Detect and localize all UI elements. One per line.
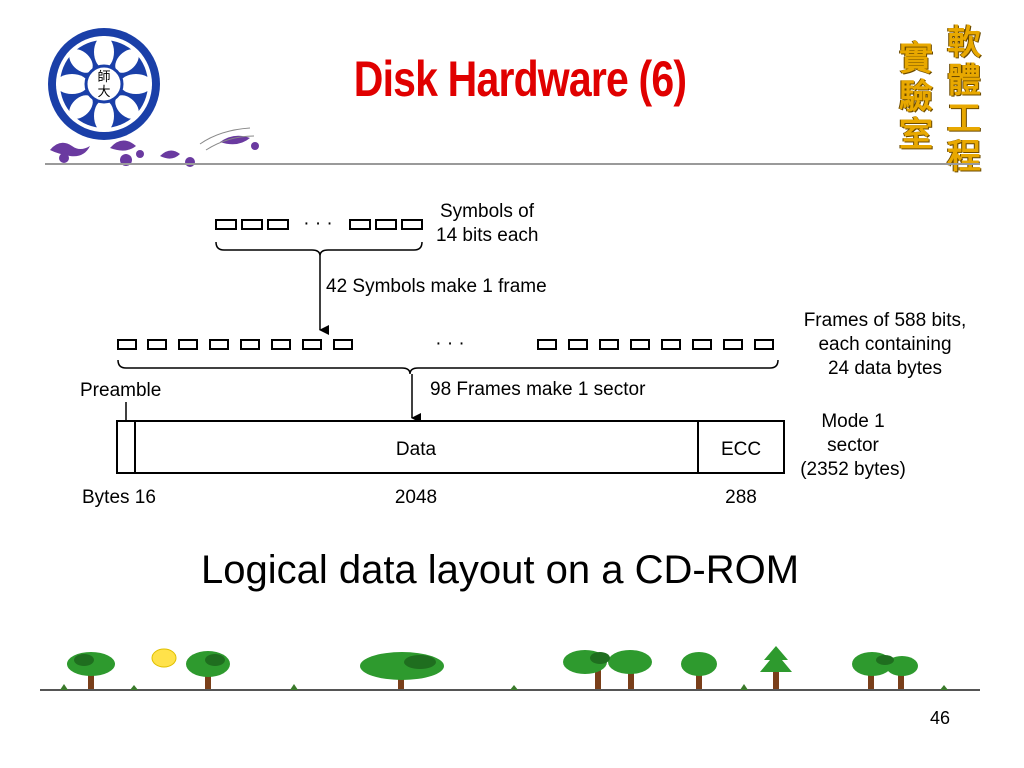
sector-label-line3: (2352 bytes) [800,459,906,480]
sector-label-line1: Mode 1 [821,411,884,432]
frames-label-line3: 24 data bytes [828,358,942,379]
logo-text-bottom: 大 [97,85,110,100]
frames-ellipsis: · · · [435,333,465,354]
symbols-label-line1: Symbols of [440,201,535,222]
ecc-bytes-count: 288 [725,487,757,508]
frames-label-line1: Frames of 588 bits, [804,310,967,331]
sun-icon [151,648,177,668]
footer-trees [40,646,980,691]
symbols-brace [215,241,423,257]
corner-chars-right: 軟體工程 [947,23,981,177]
data-bytes-count: 2048 [395,487,437,508]
frames-brace [117,359,779,375]
ecc-field-label: ECC [721,439,761,460]
frame-boxes [117,339,774,350]
bytes-label: Bytes 16 [82,487,156,508]
corner-chars-left: 實驗室 [899,39,933,155]
slide-caption: Logical data layout on a CD-ROM [200,548,800,592]
preamble-label: Preamble [80,380,161,401]
frames-label-line2: each containing [818,334,951,355]
decorative-flowers [50,127,259,167]
slide-title: Disk Hardware (6) [353,51,687,107]
symbols-label-line2: 14 bits each [436,225,538,246]
symbol-boxes [215,219,423,230]
university-logo: 師 大 [48,28,160,140]
sector-bar [116,420,785,474]
symbols-arrow-label: 42 Symbols make 1 frame [326,276,547,297]
sector-label-line2: sector [827,435,879,456]
logo-text-top: 師 [97,70,110,85]
frames-arrow-label: 98 Frames make 1 sector [430,379,646,400]
symbols-ellipsis: · · · [303,213,333,234]
header-divider [45,163,980,165]
data-field-label: Data [396,439,437,460]
cd-rom-layout-diagram: · · · Symbols of 14 bits each 42 Symbols… [80,201,967,508]
page-number: 46 [930,708,951,728]
